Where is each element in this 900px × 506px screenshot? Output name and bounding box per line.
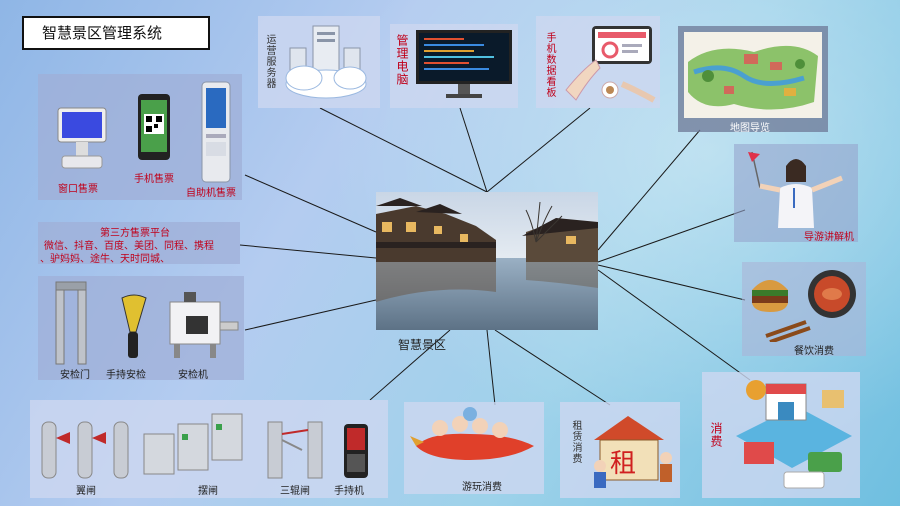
handheld-detector-icon — [121, 294, 147, 358]
amusement-rocket-icon — [410, 407, 534, 460]
food-icon — [752, 270, 856, 342]
rental-panel: 租赁消费 租 — [560, 402, 680, 498]
third-party-platforms-line1: 微信、抖音、百度、美团、同程、携程 — [44, 241, 214, 252]
park-map-icon — [684, 32, 822, 118]
consumption-panel: 消费 — [702, 372, 860, 498]
center-scenic-photo — [376, 192, 598, 330]
security-gate-label: 安检门 — [60, 370, 90, 381]
line-ops-server — [319, 107, 488, 193]
third-party-title: 第三方售票平台 — [100, 228, 170, 239]
tripod-gate-label: 三辊闸 — [280, 486, 310, 497]
line-tickets — [244, 174, 377, 233]
wing-gate-icon — [41, 421, 129, 479]
amusement-panel: 游玩消费 — [404, 402, 544, 494]
line-mobile-board — [486, 107, 591, 193]
line-rental — [494, 329, 611, 406]
rental-label: 租赁消费 — [570, 420, 581, 464]
line-consumption — [597, 269, 751, 381]
line-admin-pc — [459, 107, 488, 193]
page-title: 智慧景区管理系统 — [22, 16, 210, 50]
amusement-label: 游玩消费 — [462, 482, 502, 493]
monitor-icon — [416, 30, 512, 98]
guide-device-panel: 导游讲解机 — [734, 144, 858, 243]
mobile-board-label: 手机数据看板 — [544, 32, 555, 98]
security-machine-label: 安检机 — [178, 370, 208, 381]
handheld-security-label: 手持安检 — [106, 370, 146, 381]
mobile-ticket-qr-icon — [138, 94, 170, 160]
line-security — [244, 299, 377, 331]
line-map-guide — [597, 129, 701, 251]
tour-guide-icon — [748, 151, 843, 228]
line-guide-device — [597, 209, 746, 263]
ops-server-label: 运营服务器 — [264, 34, 275, 89]
ops-server-panel: 运营服务器 — [258, 16, 380, 108]
tablet-dashboard-icon — [565, 26, 656, 103]
map-guide-panel: 地图导览 — [678, 26, 828, 134]
svg-text:租: 租 — [610, 449, 636, 479]
third-party-platforms-line2: 、驴妈妈、途牛、天时同城、 — [40, 254, 170, 265]
line-dining — [597, 264, 746, 301]
cloud-server-icon — [285, 25, 367, 99]
admin-pc-panel: 管理电脑 — [390, 24, 518, 108]
guide-device-label: 导游讲解机 — [804, 232, 854, 243]
handheld-device-label: 手持机 — [334, 486, 364, 497]
security-xray-machine-icon — [169, 292, 239, 358]
consumption-label: 消费 — [709, 422, 723, 448]
mobile-ticket-label: 手机售票 — [134, 174, 174, 185]
dining-label: 餐饮消费 — [794, 346, 834, 357]
window-ticket-label: 窗口售票 — [58, 184, 98, 195]
security-gate-icon — [55, 281, 87, 365]
third-party-panel: 第三方售票平台 微信、抖音、百度、美团、同程、携程 、驴妈妈、途牛、天时同城、 — [38, 222, 240, 265]
rental-house-icon: 租 — [594, 416, 672, 488]
swing-gate-label: 摆闸 — [198, 486, 218, 497]
window-ticket-terminal-icon — [57, 107, 107, 169]
ticketing-panel: 窗口售票 手机售票 自助机售票 — [38, 74, 242, 200]
line-third-party — [239, 244, 377, 259]
map-guide-label: 地图导览 — [730, 123, 770, 134]
line-gates — [369, 329, 451, 401]
kiosk-ticket-label: 自助机售票 — [186, 188, 236, 199]
admin-pc-label: 管理电脑 — [395, 34, 409, 86]
dining-panel: 餐饮消费 — [742, 262, 866, 357]
mobile-board-panel: 手机数据看板 — [536, 16, 660, 108]
kiosk-ticket-icon — [201, 81, 231, 183]
center-label: 智慧景区 — [398, 338, 447, 352]
swing-gate-icon — [143, 413, 243, 475]
shopping-icon — [736, 380, 852, 489]
tripod-gate-icon — [267, 421, 323, 479]
security-panel: 安检门 手持安检 安检机 — [38, 276, 244, 381]
wing-gate-label: 翼闸 — [76, 486, 96, 497]
handheld-device-icon — [344, 424, 368, 478]
gates-panel: 翼闸 摆闸 三辊闸 手持机 — [30, 400, 388, 498]
water-town-scene — [376, 192, 598, 330]
line-amusement — [486, 329, 496, 406]
